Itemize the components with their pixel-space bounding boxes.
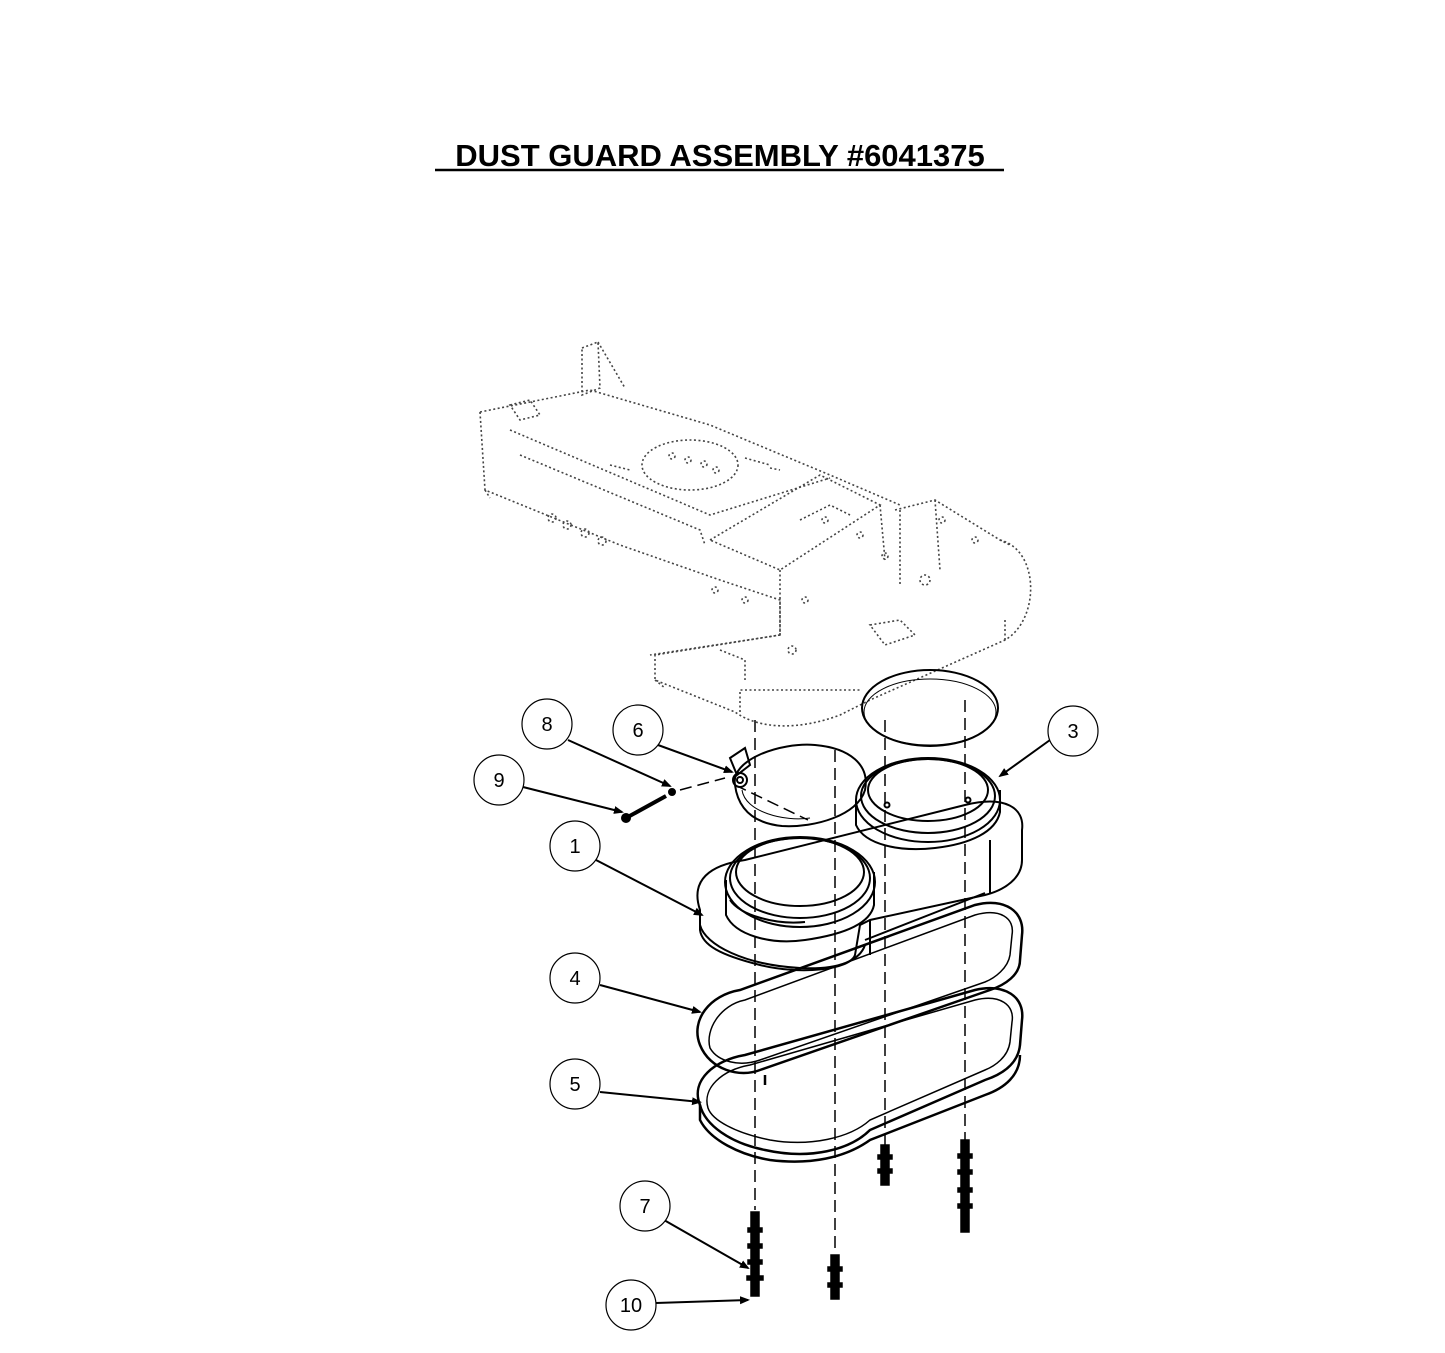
- skirt: [696, 987, 1024, 1163]
- upper-ring-left: [733, 743, 867, 828]
- collar-right: [855, 757, 1001, 851]
- callout-9-label: 9: [493, 770, 504, 792]
- callout-3: 3: [998, 705, 1099, 778]
- callout-8: 8: [521, 698, 672, 787]
- callout-9: 9: [473, 754, 624, 814]
- callout-3-label: 3: [1067, 721, 1078, 743]
- gasket: [696, 901, 1024, 1085]
- callout-6: 6: [612, 704, 734, 774]
- collar-left: [724, 836, 876, 943]
- callout-7-label: 7: [639, 1196, 650, 1218]
- callout-6-label: 6: [632, 720, 643, 742]
- callout-1: 1: [549, 820, 704, 916]
- callout-5: 5: [549, 1058, 702, 1110]
- callout-8-label: 8: [541, 714, 552, 736]
- callout-4-label: 4: [569, 968, 580, 990]
- assembly-axes: [679, 700, 966, 1250]
- bolts: [746, 1139, 973, 1300]
- callout-10-label: 10: [620, 1295, 642, 1317]
- callout-4: 4: [549, 952, 702, 1014]
- callout-7: 7: [619, 1180, 750, 1269]
- callout-1-label: 1: [569, 836, 580, 858]
- callout-10: 10: [605, 1279, 750, 1331]
- callout-5-label: 5: [569, 1074, 580, 1096]
- diagram-title: DUST GUARD ASSEMBLY #6041375: [455, 138, 985, 173]
- mower-deck-phantom: [479, 340, 1032, 727]
- upper-ring-right: [861, 669, 999, 747]
- screw-and-nut: [621, 788, 676, 823]
